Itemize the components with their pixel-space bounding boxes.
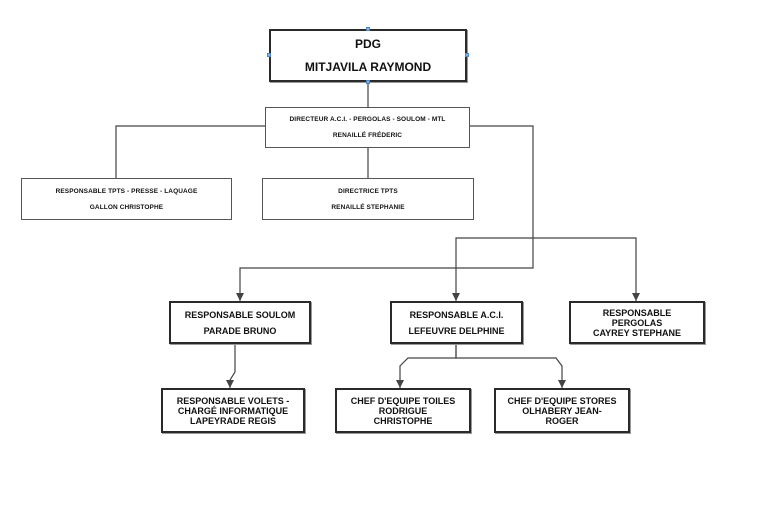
directrice-tpts-name: RENAILLÉ STEPHANIE — [331, 203, 405, 211]
arrow-stores — [558, 380, 566, 388]
connector-directeur-resp-tpts — [115, 125, 265, 178]
arrow-aci — [452, 293, 460, 301]
resp-volets-box[interactable]: RESPONSABLE VOLETS - CHARGÉ INFORMATIQUE… — [161, 388, 305, 433]
resp-tpts-presse-name: GALLON CHRISTOPHE — [89, 203, 164, 211]
resp-pergolas-name: CAYREY STEPHANE — [592, 327, 682, 338]
chef-toiles-box[interactable]: CHEF D'EQUIPE TOILES RODRIGUE CHRISTOPHE — [335, 388, 471, 433]
resp-soulom-name: PARADE BRUNO — [203, 325, 277, 336]
chef-stores-line2: OLHABERY JEAN- — [522, 405, 602, 416]
directeur-name: RENAILLÉ FRÉDERIC — [332, 132, 403, 139]
resp-soulom-role: RESPONSABLE SOULOM — [184, 309, 296, 320]
arrow-soulom — [236, 293, 244, 301]
resp-tpts-presse-role: RESPONSABLE TPTS - PRESSE - LAQUAGE — [55, 187, 198, 195]
chef-stores-box[interactable]: CHEF D'EQUIPE STORES OLHABERY JEAN- ROGE… — [494, 388, 630, 433]
resp-aci-name: LEFEUVRE DELPHINE — [408, 325, 505, 336]
resp-volets-line1: RESPONSABLE VOLETS - — [176, 395, 290, 406]
resp-volets-line2: CHARGÉ INFORMATIQUE — [177, 405, 289, 416]
arrow-pergolas — [632, 293, 640, 301]
selection-handle-left[interactable] — [267, 53, 271, 57]
connector-aci-stores — [455, 344, 563, 388]
directrice-tpts-box[interactable]: DIRECTRICE TPTS RENAILLÉ STEPHANIE — [262, 178, 474, 220]
pdg-role: PDG — [354, 37, 381, 51]
arrow-toiles — [396, 380, 404, 388]
directeur-role: DIRECTEUR A.C.I. - PERGOLAS - SOULOM - M… — [289, 116, 446, 123]
selection-handle-bottom[interactable] — [366, 80, 370, 84]
directrice-tpts-role: DIRECTRICE TPTS — [338, 187, 398, 195]
resp-aci-box[interactable]: RESPONSABLE A.C.I. LEFEUVRE DELPHINE — [390, 301, 523, 344]
chef-stores-line3: ROGER — [545, 415, 579, 426]
connector-directeur-pergolas — [533, 237, 637, 301]
resp-aci-role: RESPONSABLE A.C.I. — [409, 309, 504, 320]
resp-tpts-presse-box[interactable]: RESPONSABLE TPTS - PRESSE - LAQUAGE GALL… — [21, 178, 232, 220]
resp-volets-name: LAPEYRADE REGIS — [189, 415, 276, 426]
chef-stores-line1: CHEF D'EQUIPE STORES — [507, 395, 617, 406]
pdg-name: MITJAVILA RAYMOND — [304, 60, 432, 74]
arrow-volets — [226, 380, 234, 388]
resp-soulom-box[interactable]: RESPONSABLE SOULOM PARADE BRUNO — [169, 301, 311, 344]
resp-pergolas-box[interactable]: RESPONSABLE PERGOLAS CAYREY STEPHANE — [569, 301, 705, 344]
chef-toiles-line3: CHRISTOPHE — [373, 415, 433, 426]
connector-directeur-aci — [455, 237, 533, 301]
connector-directeur-soulom — [239, 125, 534, 301]
selection-handle-right[interactable] — [465, 53, 469, 57]
directeur-box[interactable]: DIRECTEUR A.C.I. - PERGOLAS - SOULOM - M… — [265, 107, 470, 148]
resp-pergolas-role-1: RESPONSABLE — [602, 307, 672, 318]
resp-pergolas-role-2: PERGOLAS — [611, 317, 663, 328]
selection-handle-top[interactable] — [366, 27, 370, 31]
pdg-box[interactable]: PDG MITJAVILA RAYMOND — [269, 29, 467, 82]
connector-aci-toiles — [399, 344, 457, 388]
chef-toiles-line2: RODRIGUE — [378, 405, 428, 416]
chef-toiles-line1: CHEF D'EQUIPE TOILES — [350, 395, 456, 406]
